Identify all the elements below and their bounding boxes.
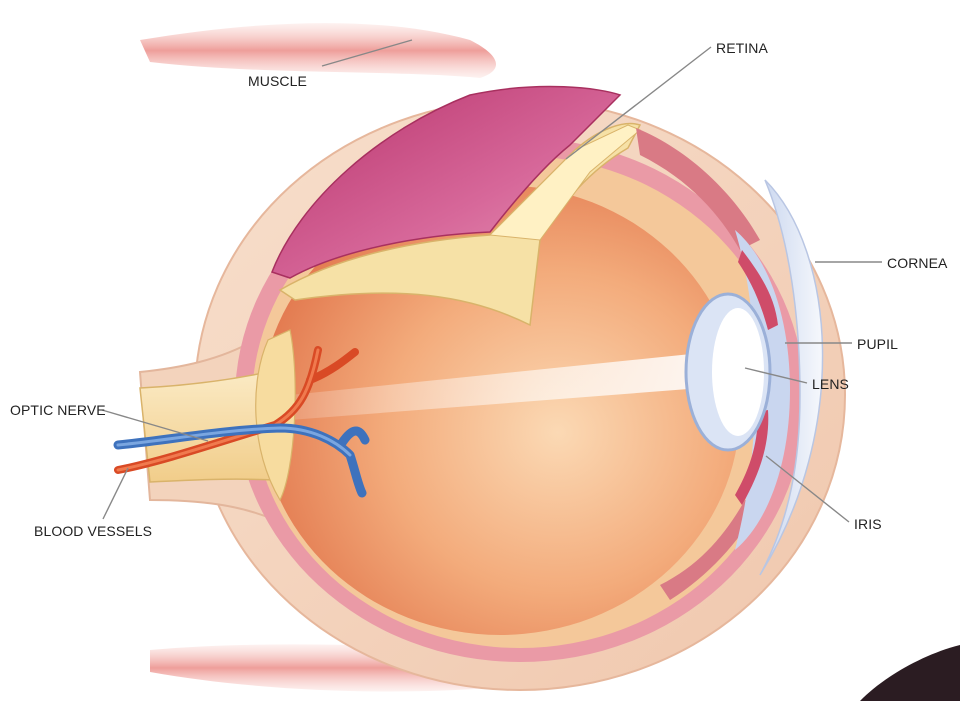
label-blood-vessels: BLOOD VESSELS <box>34 523 152 539</box>
lens-highlight <box>712 308 764 436</box>
label-muscle: MUSCLE <box>248 73 307 89</box>
corner-object <box>860 645 960 701</box>
label-iris: IRIS <box>854 516 882 532</box>
label-cornea: CORNEA <box>887 255 948 271</box>
top-muscle <box>140 23 496 78</box>
label-retina: RETINA <box>716 40 768 56</box>
label-pupil: PUPIL <box>857 336 898 352</box>
label-lens: LENS <box>812 376 849 392</box>
label-optic-nerve: OPTIC NERVE <box>10 402 106 418</box>
leader-blood-vessels <box>103 468 128 519</box>
